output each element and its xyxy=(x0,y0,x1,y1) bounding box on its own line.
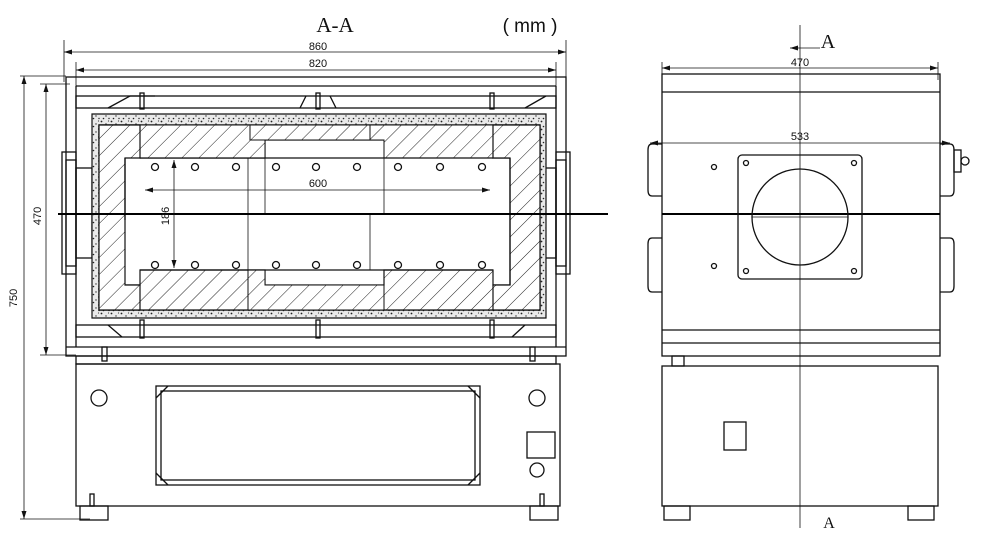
dimension-side-width: 470 xyxy=(661,57,939,80)
dimension-side-inner: 533 xyxy=(650,131,950,146)
side-panel-window xyxy=(723,421,747,451)
dimension-inner-width: 820 xyxy=(75,58,557,100)
refractory-lining xyxy=(98,124,541,311)
side-foot xyxy=(663,505,691,521)
right-vent-hole xyxy=(528,389,546,407)
section-marker-top: A xyxy=(790,31,836,53)
dimension-600-label: 600 xyxy=(309,178,327,190)
unit-label: ( mm ) xyxy=(503,16,558,37)
lower-cabinet xyxy=(75,363,561,507)
section-marker-bottom-label: A xyxy=(823,515,835,532)
dimension-overall-width: 860 xyxy=(63,40,567,82)
bottom-brackets xyxy=(107,319,526,339)
side-view: A A 470 533 xyxy=(647,25,970,532)
cabinet-feet xyxy=(79,493,559,521)
control-panel-window xyxy=(155,385,481,486)
dimension-750-label: 750 xyxy=(8,289,20,307)
dimension-860-label: 860 xyxy=(309,41,327,53)
dimension-533-label: 533 xyxy=(791,131,809,143)
power-switch[interactable] xyxy=(526,431,556,459)
section-marker-top-label: A xyxy=(821,31,836,53)
dimension-186-label: 186 xyxy=(160,207,172,225)
dimension-470-label: 470 xyxy=(32,207,44,225)
left-vent-hole xyxy=(90,389,108,407)
dimension-chamber-length: 600 xyxy=(145,178,490,193)
chamber-interior xyxy=(140,157,493,271)
hinges xyxy=(75,346,557,365)
indicator-lamp xyxy=(529,462,545,478)
dimension-furnace-height: 470 xyxy=(32,83,76,356)
dimension-total-height: 750 xyxy=(8,75,90,520)
screw xyxy=(710,262,718,270)
section-title: A-A xyxy=(316,13,354,37)
side-foot xyxy=(907,505,935,521)
dimension-chamber-height: 186 xyxy=(160,160,177,268)
side-lower-body xyxy=(661,365,939,507)
tube-flange-plate xyxy=(737,154,863,280)
heater-holes xyxy=(150,162,487,270)
front-section-view: 860 820 750 470 xyxy=(8,40,608,521)
side-handles[interactable] xyxy=(647,143,970,293)
dimension-side-470-label: 470 xyxy=(791,57,809,69)
top-brackets xyxy=(107,92,547,110)
dimension-820-label: 820 xyxy=(309,58,327,70)
screw xyxy=(710,163,718,171)
